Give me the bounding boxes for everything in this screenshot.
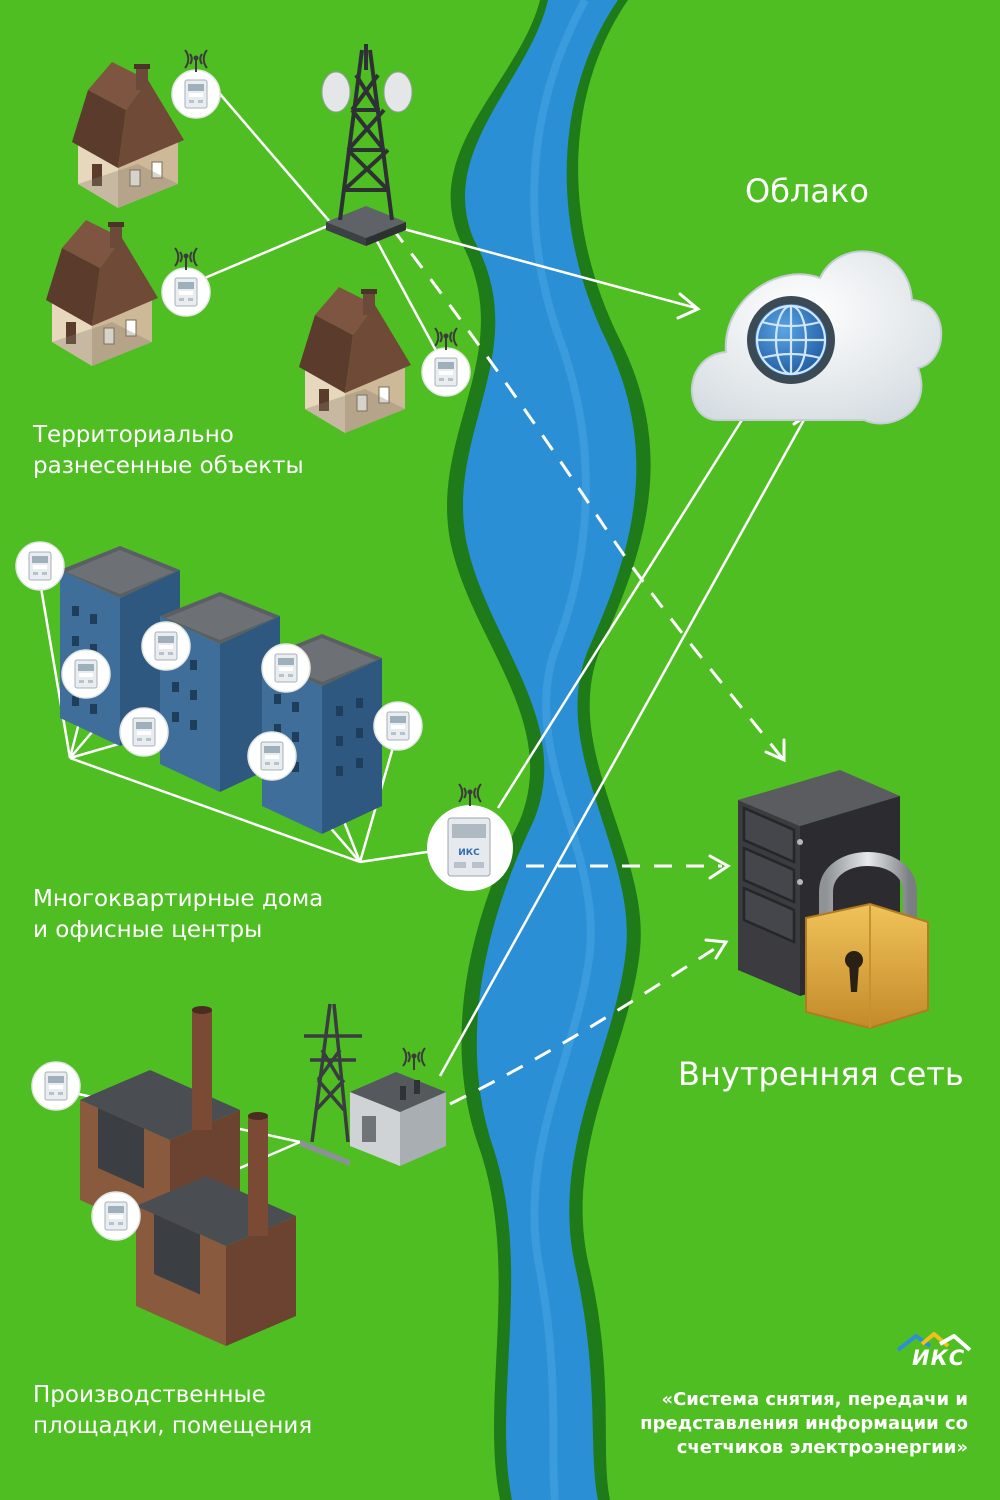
electric-meter-icon [31,1061,81,1111]
river-highlight [530,0,595,1500]
electric-meter-icon [141,621,191,671]
gateway-meter-icon: ИКС [427,805,513,891]
cell-tower-icon [321,44,413,246]
electric-meter-icon [119,707,169,757]
industrial-sites-label: Производственные площадки, помещения [33,1382,313,1439]
logo-roof-icon [896,1332,972,1352]
padlock-icon [805,852,929,1030]
substation-icon [300,1003,446,1166]
electric-meter-icon [373,701,423,751]
electric-meter-icon [91,1191,141,1241]
electric-meter-icon [61,649,111,699]
internal-network-label: Внутренняя сеть [678,1055,964,1093]
cloud-globe-icon [690,250,943,425]
dashed-arrow-heads [704,738,786,960]
electric-meter-icon [15,541,65,591]
iks-logo: ИКС [896,1332,972,1376]
caption: «Система снятия, передачи и представлени… [640,1389,968,1458]
apartment-buildings-label: Многоквартирные дома и офисные центры [33,886,324,943]
logo-text: ИКС [912,1346,966,1370]
electric-meter-icon [261,643,311,693]
dashed-connection-lines [390,227,784,1106]
gateway-meter-brand: ИКС [458,848,480,858]
cloud-label: Облако [745,172,869,210]
distributed-objects-label: Территориально разнесенные объекты [33,422,304,479]
electric-meter-icon [161,267,211,317]
electric-meter-icon [171,69,221,119]
electric-meter-icon [247,731,297,781]
electric-meter-icon [421,347,471,397]
